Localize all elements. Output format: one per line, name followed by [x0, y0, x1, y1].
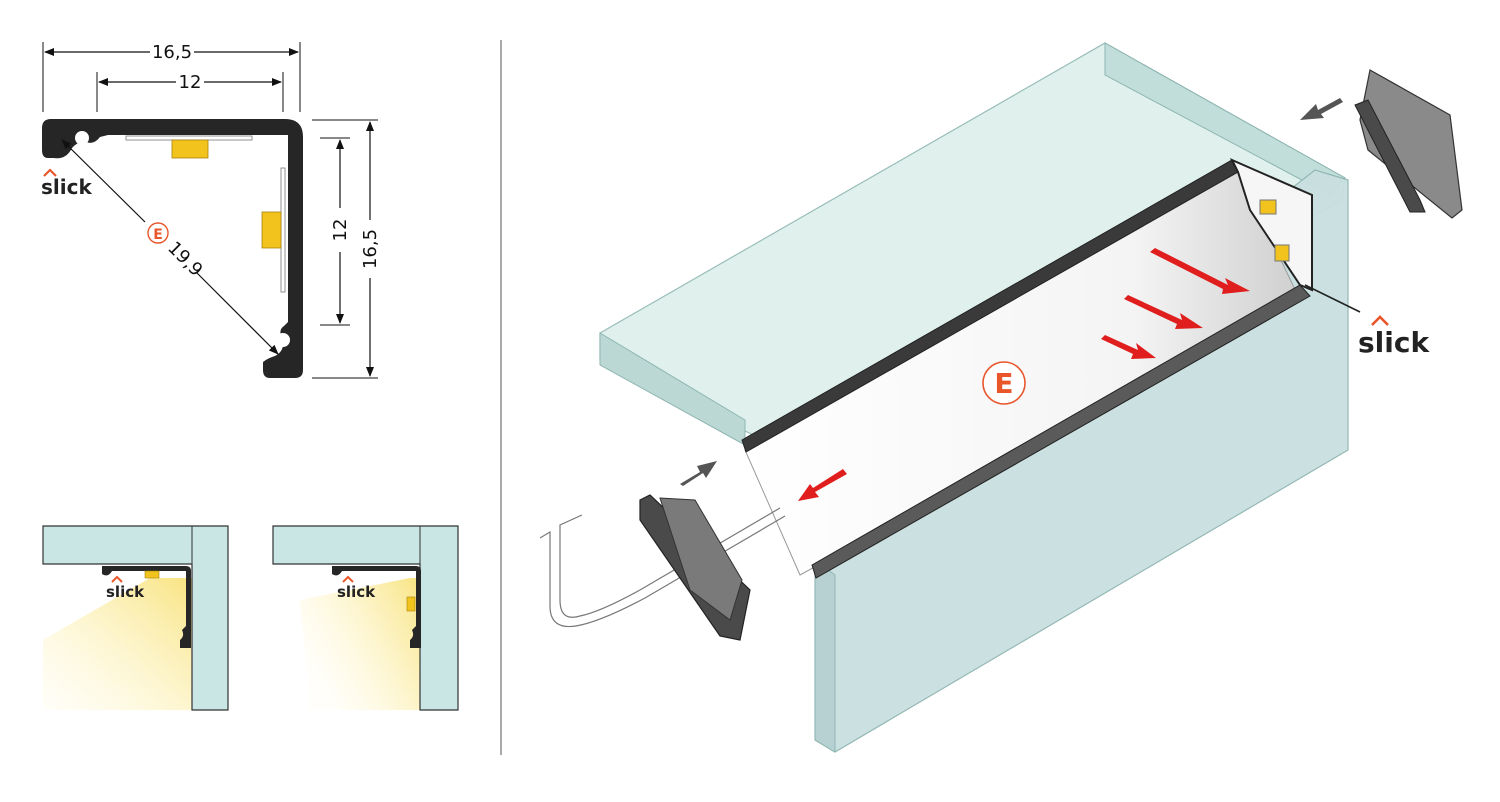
slick-logo: slick: [106, 575, 145, 601]
brand-name-small: slick: [41, 175, 92, 199]
application-example-top-led: slick: [42, 525, 229, 711]
led-chip-mini: [144, 570, 160, 579]
slick-logo-roof-icon: [43, 168, 57, 177]
diffuser-e-badge-large: E: [982, 361, 1026, 405]
slick-logo-roof-icon: [1371, 315, 1389, 326]
dim-top-inner: 12: [179, 72, 202, 93]
dim-top-outer: 16,5: [152, 42, 192, 63]
power-cable: [539, 507, 786, 628]
dim-right-inner: 12: [330, 219, 351, 242]
grey-arrow: [680, 98, 1343, 486]
slick-logo: slick: [337, 575, 376, 601]
profile-rail-lower: [811, 284, 1311, 579]
slick-logo-roof-icon: [111, 575, 123, 583]
profile-mini: [102, 566, 191, 648]
led-chip-end-side: [1274, 244, 1290, 262]
brand-name-large: slick: [1358, 326, 1430, 359]
profile-mini: [332, 566, 421, 648]
led-strip-top-pcb: [125, 135, 253, 141]
leader-line: [1304, 284, 1361, 313]
dim-line-diagonal-b: [195, 271, 279, 355]
application-example-side-led: slick: [272, 525, 459, 711]
diffuser-e-badge: E: [147, 222, 169, 244]
isometric-assembly: E slick: [539, 42, 1463, 753]
light-beam: [43, 578, 192, 710]
brand-name-app2: slick: [337, 583, 376, 601]
led-chip-end-top: [1259, 199, 1277, 215]
slick-logo: slick: [1358, 315, 1430, 359]
red-arrow: [798, 248, 1250, 501]
led-chip-top: [171, 139, 209, 159]
led-chip-side: [261, 211, 282, 249]
led-strip-side-pcb: [280, 167, 286, 293]
end-cap-right: [1354, 69, 1463, 219]
diffuser-e-badge-label: E: [153, 227, 163, 243]
brand-name-app1: slick: [106, 583, 145, 601]
profile-cross-section-drawing: 16,5 12 12 16,5 E 19,9: [41, 42, 381, 379]
dim-diagonal: 19,9: [163, 238, 206, 281]
light-beam: [300, 578, 420, 710]
dim-right-outer: 16,5: [360, 229, 381, 269]
slick-logo: slick: [41, 168, 92, 199]
end-cap-left: [639, 494, 751, 641]
diffuser-e-badge-large-label: E: [994, 367, 1013, 400]
slick-logo-roof-icon: [342, 575, 354, 583]
dim-line-diagonal-a: [61, 139, 146, 223]
profile-end-face: [1229, 157, 1313, 292]
led-chip-mini: [406, 596, 416, 612]
